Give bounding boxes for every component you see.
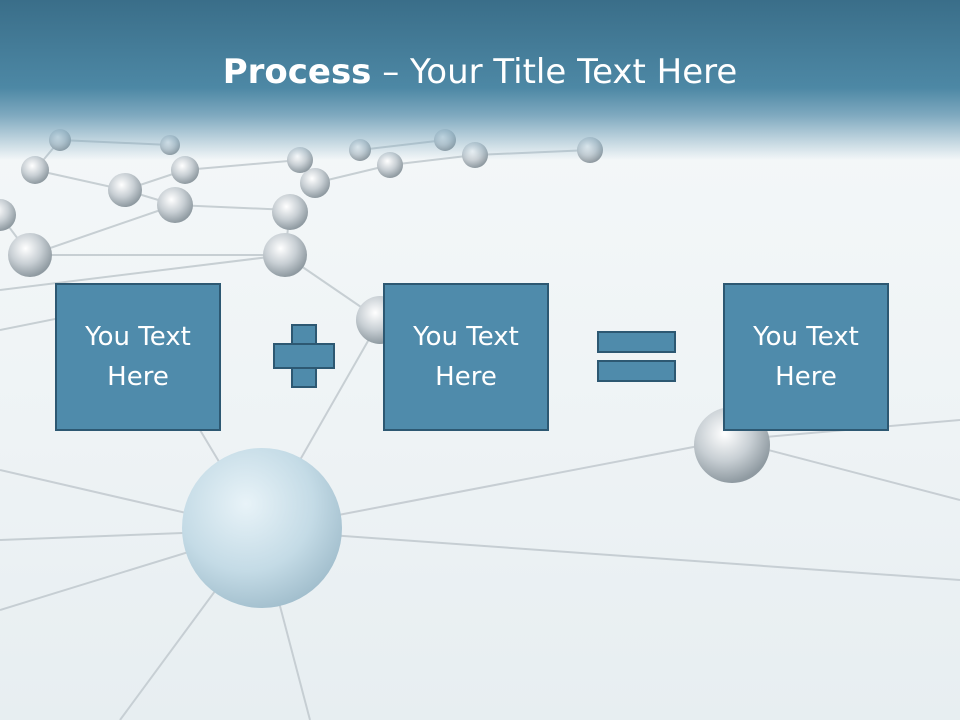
title-bar	[0, 0, 960, 160]
title-bold: Process	[222, 52, 372, 92]
text-box-3-label: You Text Here	[753, 322, 859, 392]
text-box-1[interactable]: You Text Here	[55, 283, 221, 431]
text-box-2[interactable]: You Text Here	[383, 283, 549, 431]
slide-title: Process – Your Title Text Here	[0, 52, 960, 92]
text-box-2-label: You Text Here	[413, 322, 519, 392]
text-box-1-label: You Text Here	[85, 322, 191, 392]
title-rest: – Your Title Text Here	[371, 52, 738, 92]
text-box-3[interactable]: You Text Here	[723, 283, 889, 431]
